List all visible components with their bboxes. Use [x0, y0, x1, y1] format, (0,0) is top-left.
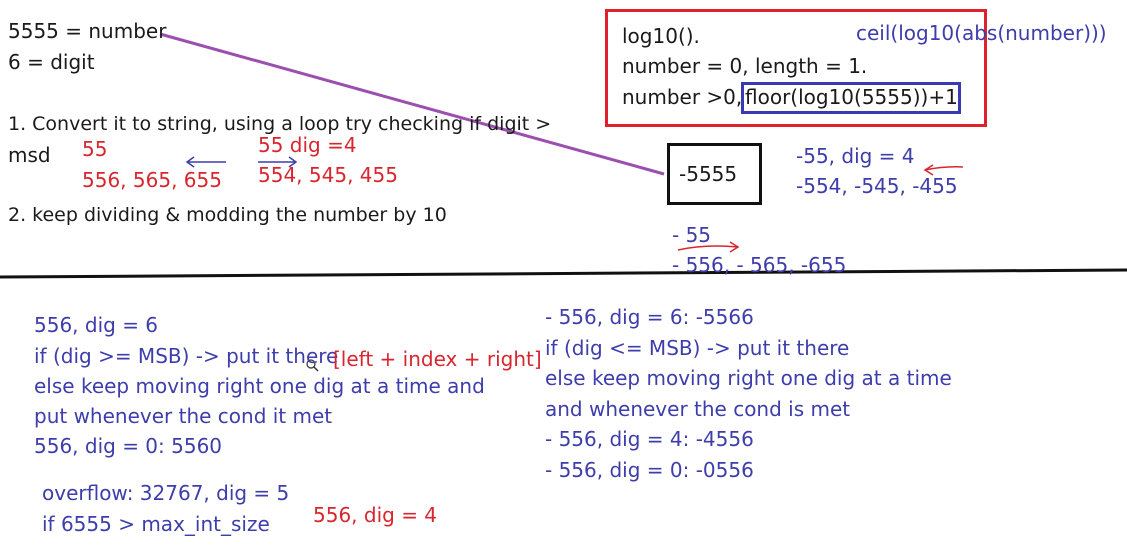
negative-number-box [667, 143, 762, 205]
zero-case-text: number = 0, length = 1. [622, 54, 868, 78]
red-left-arrow-icon [923, 164, 964, 176]
bl-line2: if (dig >= MSB) -> put it there [34, 344, 339, 368]
log10-text: log10(). [622, 24, 700, 48]
br-line2: if (dig <= MSB) -> put it there [545, 336, 850, 360]
connector-line [159, 32, 665, 176]
red-right-arrow-icon [677, 241, 740, 253]
br-line6: - 556, dig = 0: -0556 [545, 458, 754, 482]
br-line3: else keep moving right one dig at a time [545, 366, 952, 390]
red-55: 55 [82, 137, 108, 161]
left-arrow-icon [185, 156, 226, 168]
bl-if6555: if 6555 > max_int_size [42, 512, 270, 536]
neg55-dig-text: -55, dig = 4 [796, 144, 915, 168]
floor-formula-box [741, 82, 961, 114]
divider-line [0, 268, 1127, 279]
neg556-list: - 556, - 565, -655 [672, 253, 847, 277]
bl-red556: 556, dig = 4 [313, 503, 438, 527]
red-55-dig: 55 dig =4 [258, 133, 357, 157]
bl-line5: 556, dig = 0: 5560 [34, 434, 223, 458]
bl-bracket: [left + index + right] [333, 347, 542, 371]
positive-case-text: number >0, [622, 85, 743, 109]
br-line5: - 556, dig = 4: -4556 [545, 427, 754, 451]
br-line1: - 556, dig = 6: -5566 [545, 305, 754, 329]
cursor-icon [306, 359, 319, 372]
bl-overflow: overflow: 32767, dig = 5 [42, 481, 290, 505]
ceil-formula-text: ceil(log10(abs(number))) [856, 21, 1107, 45]
right-arrow-icon [258, 156, 298, 168]
neg554-list: -554, -545, -455 [796, 174, 958, 198]
neg55-text: - 55 [672, 223, 712, 247]
floor-formula-text: floor(log10(5555))+1 [745, 85, 958, 109]
number-definition: 5555 = number [8, 19, 167, 43]
red-554-list: 554, 545, 455 [258, 163, 398, 187]
br-line4: and whenever the cond is met [545, 397, 851, 421]
red-556-list: 556, 565, 655 [82, 168, 222, 192]
bl-line1: 556, dig = 6 [34, 313, 159, 337]
digit-definition: 6 = digit [8, 50, 95, 74]
step1-msd: msd [8, 143, 51, 167]
step2-text: 2. keep dividing & modding the number by… [8, 204, 447, 226]
step1-text: 1. Convert it to string, using a loop tr… [8, 113, 552, 135]
log-formula-box [605, 9, 987, 127]
negative-number-text: -5555 [679, 162, 738, 186]
bl-line3: else keep moving right one dig at a time… [34, 374, 485, 398]
bl-line4: put whenever the cond it met [34, 404, 333, 428]
